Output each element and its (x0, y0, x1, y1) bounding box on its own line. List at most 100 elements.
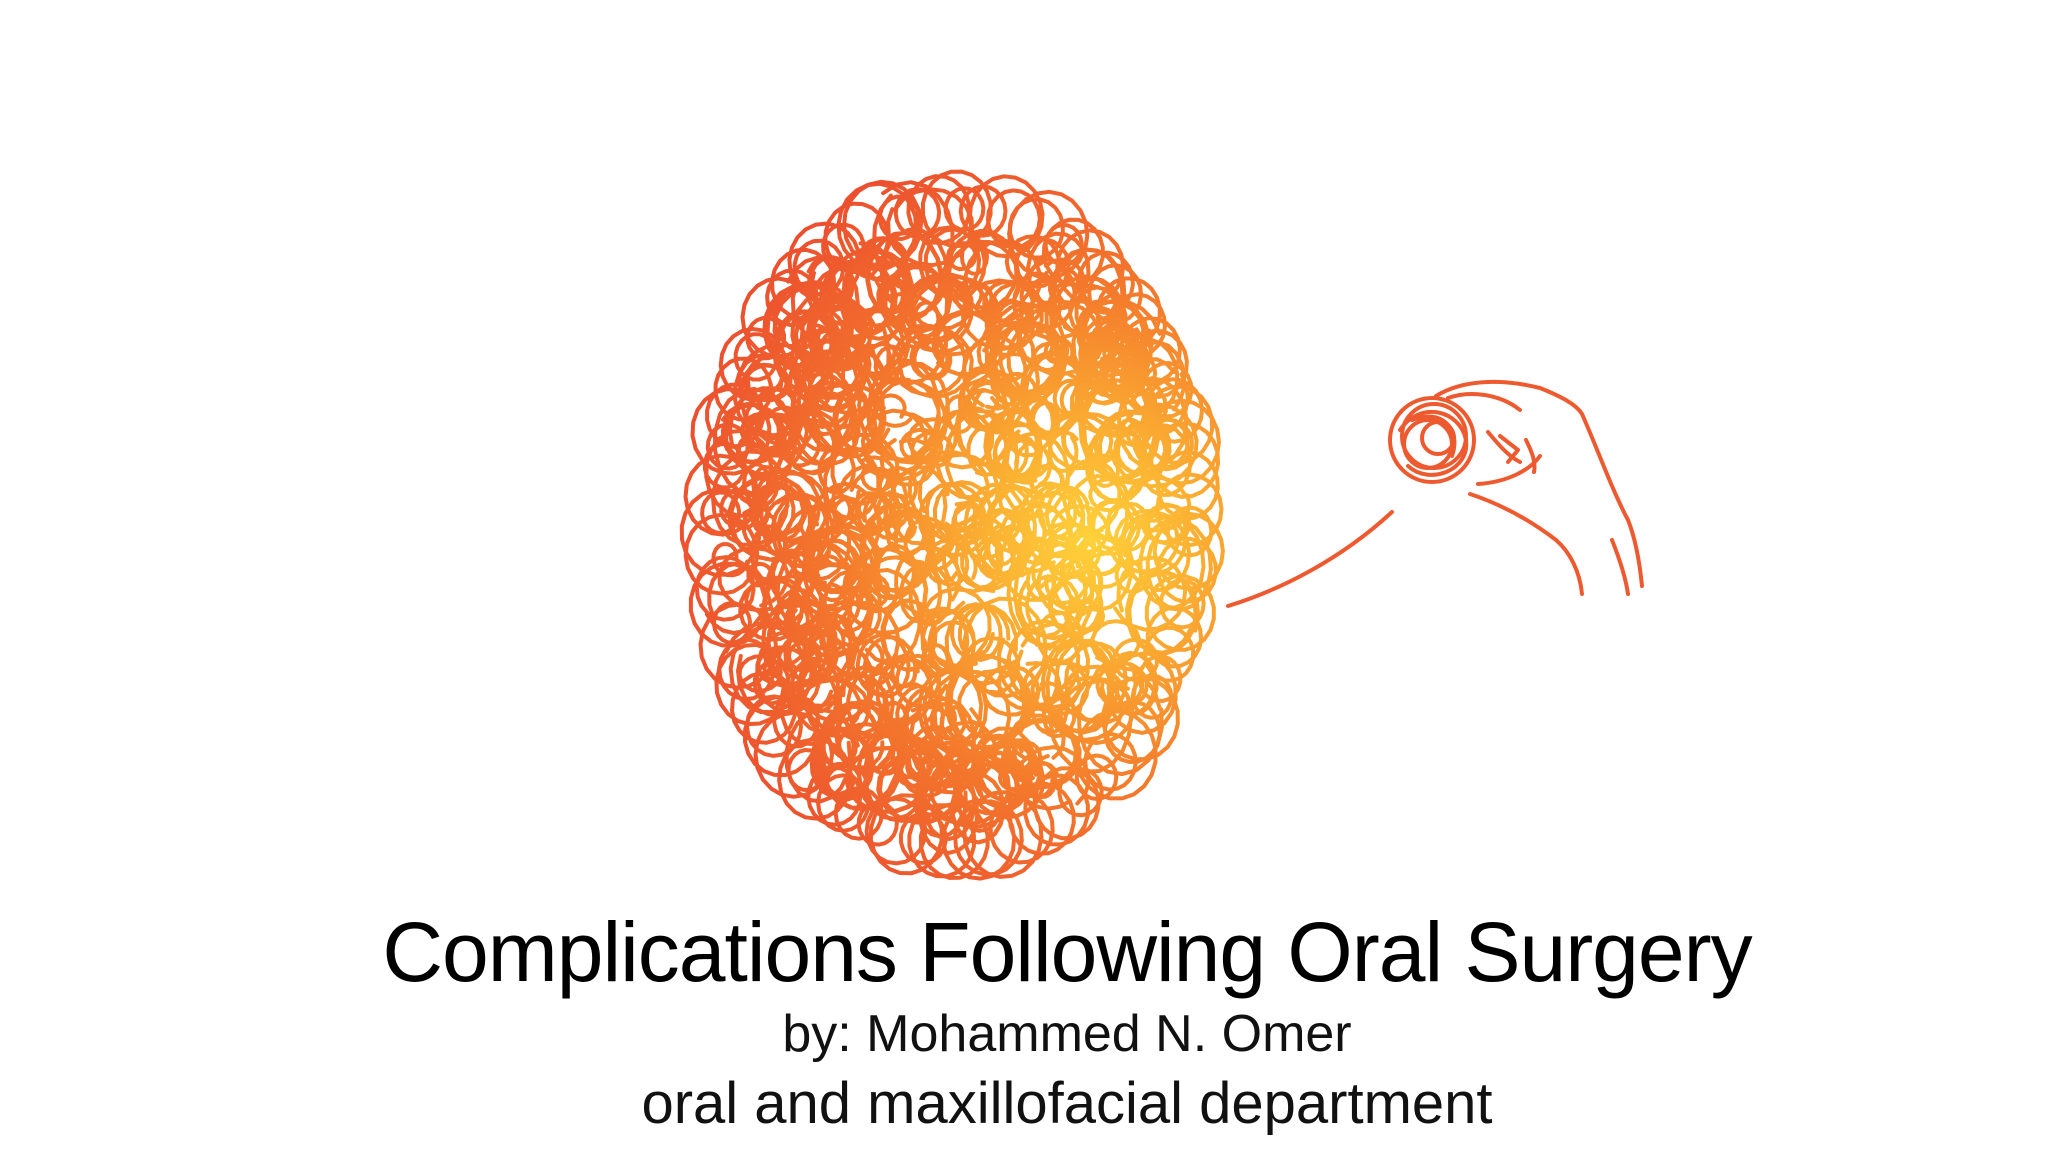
scribble-loop (877, 466, 919, 510)
scribble-edge-loop (705, 422, 750, 471)
scribble-edge-loop (943, 186, 986, 232)
scribble-loop (856, 725, 933, 823)
scribble-edge-loop (1103, 699, 1162, 764)
scribble-loop (950, 602, 1011, 662)
scribble-loop (817, 446, 856, 495)
scribble-loop (761, 596, 838, 689)
scribble-loop (974, 535, 1028, 583)
scribble-loop (879, 437, 937, 487)
scribble-loop (874, 393, 913, 428)
scribble-loop (812, 554, 854, 603)
scribble-loop (802, 298, 891, 416)
department-line: oral and maxillofacial department (641, 1071, 1493, 1136)
scribble-loop (1049, 504, 1110, 555)
scribble-edge-loop (786, 748, 827, 793)
scribble-ball-icon (679, 169, 1225, 881)
scribble-edge-loop (698, 602, 779, 690)
scribble-edge-loop (702, 442, 747, 490)
scribble-edge-loop (683, 453, 760, 537)
scribble-edge-loop (705, 382, 765, 449)
scribble-edge-loop (918, 802, 990, 880)
scribble-edge-loop (1149, 421, 1221, 499)
scribble-edge-loop (1165, 505, 1214, 558)
scribble-loop (865, 733, 907, 776)
scribble-edge-loop (1095, 276, 1162, 349)
scribble-loop (876, 750, 964, 825)
scribble-edge-loop (1130, 673, 1174, 720)
scribble-loop (1012, 271, 1063, 335)
scribble-loop (733, 462, 780, 508)
scribble-edge-loop (744, 694, 803, 758)
scribble-loop (931, 310, 1001, 377)
scribble-edge-loop (711, 601, 752, 645)
scribble-loop (851, 405, 937, 482)
scribble-loop (963, 482, 1035, 577)
scribble-loop (761, 495, 820, 561)
scribble-loop (1009, 713, 1066, 762)
scribble-loop (898, 693, 986, 789)
scribble-edge-loop (1087, 263, 1143, 325)
scribble-edge-loop (770, 247, 837, 321)
scribble-loop (1025, 760, 1059, 799)
scribble-loop (1062, 458, 1122, 534)
scribble-edge-loop (941, 798, 1017, 881)
scribble-loop (917, 667, 989, 753)
scribble-loop (749, 524, 799, 586)
scribble-edge-loop (985, 188, 1042, 250)
scribble-loop (1036, 611, 1084, 664)
scribble-edge-loop (1145, 605, 1204, 669)
scribble-loop (782, 504, 852, 582)
scribble-edge-loop (962, 790, 1044, 879)
scribble-loop (932, 480, 993, 547)
scribble-edge-loop (1042, 217, 1105, 287)
scribble-edge-loop (836, 181, 919, 272)
scribble-edge-loop (1144, 574, 1216, 652)
scribble-loop (792, 526, 876, 612)
scribble-loop (941, 525, 1004, 594)
scribble-loop (1041, 694, 1077, 739)
scribble-loop (765, 537, 864, 637)
scribble-loop (920, 642, 951, 679)
scribble-loop (864, 342, 908, 384)
scribble-edge-loop (717, 637, 776, 702)
scribble-edge-loop (833, 786, 884, 841)
scribble-loop (812, 265, 883, 328)
scribble-loop (920, 606, 977, 675)
scribble-edge-loop (893, 187, 942, 239)
scribble-loop (1088, 477, 1129, 513)
scribble-edge-loop (713, 356, 773, 422)
scribble-loop (1119, 338, 1187, 416)
scribble-edge-loop (1152, 511, 1225, 591)
scribble-loop (1017, 299, 1103, 377)
scribble-edge-loop (683, 512, 760, 596)
scribble-loop (859, 291, 948, 386)
scribble-loop (1114, 558, 1150, 594)
scribble-loop (1030, 680, 1069, 736)
scribble-edge-loop (1137, 654, 1183, 703)
scribble-loop (903, 275, 974, 344)
scribble-edge-loop (1155, 472, 1224, 548)
scribble-loop (913, 760, 985, 841)
scribble-edge-loop (1074, 709, 1158, 801)
scribble-edge-loop (679, 487, 762, 577)
scribble-edge-loop (1141, 398, 1221, 486)
scribble-loop (772, 695, 821, 749)
scribble-loop (997, 618, 1090, 711)
hand-holding-ball-icon (1226, 379, 1644, 608)
scribble-loop (943, 394, 976, 434)
scribble-loop (997, 761, 1033, 793)
scribble-loop (1112, 637, 1160, 682)
scribble-loop (953, 500, 985, 535)
scribble-loop (782, 409, 842, 466)
scribble-loop (875, 490, 909, 529)
scribble-loop (1052, 378, 1091, 418)
author-line: by: Mohammed N. Omer (782, 1005, 1352, 1063)
scribble-loop (902, 705, 959, 765)
scribble-edge-loop (878, 194, 921, 241)
scribble-edge-loop (690, 387, 772, 476)
scribble-loop (944, 602, 1024, 686)
scribble-loop (1028, 464, 1065, 498)
scribble-loop (922, 522, 955, 559)
